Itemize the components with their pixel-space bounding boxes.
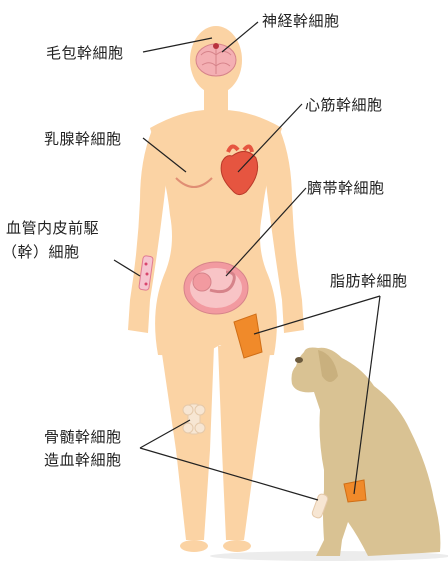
fetus-icon — [184, 262, 248, 314]
label-adipose-stem-cell: 脂肪幹細胞 — [330, 272, 408, 290]
left-foot — [180, 540, 208, 552]
dog-shape — [292, 348, 441, 557]
label-hair-follicle-stem-cell: 毛包幹細胞 — [46, 44, 124, 62]
label-endothelial-line2: （幹）細胞 — [2, 243, 80, 261]
right-leg — [218, 340, 272, 540]
left-leg — [160, 340, 214, 540]
label-neural-stem-cell: 神経幹細胞 — [262, 12, 340, 30]
label-mammary-stem-cell: 乳腺幹細胞 — [44, 130, 122, 148]
brain-icon — [196, 43, 236, 76]
label-cardiac-stem-cell: 心筋幹細胞 — [305, 96, 383, 114]
label-endothelial-line1: 血管内皮前駆 — [6, 219, 99, 237]
right-foot — [223, 540, 251, 552]
label-umbilical-stem-cell: 臍帯幹細胞 — [307, 179, 385, 197]
dog-body — [292, 348, 441, 557]
label-bone-marrow-stem-cell: 骨髄幹細胞 — [44, 428, 122, 446]
label-hematopoietic-stem-cell: 造血幹細胞 — [44, 451, 122, 469]
dog-nose — [295, 357, 303, 363]
